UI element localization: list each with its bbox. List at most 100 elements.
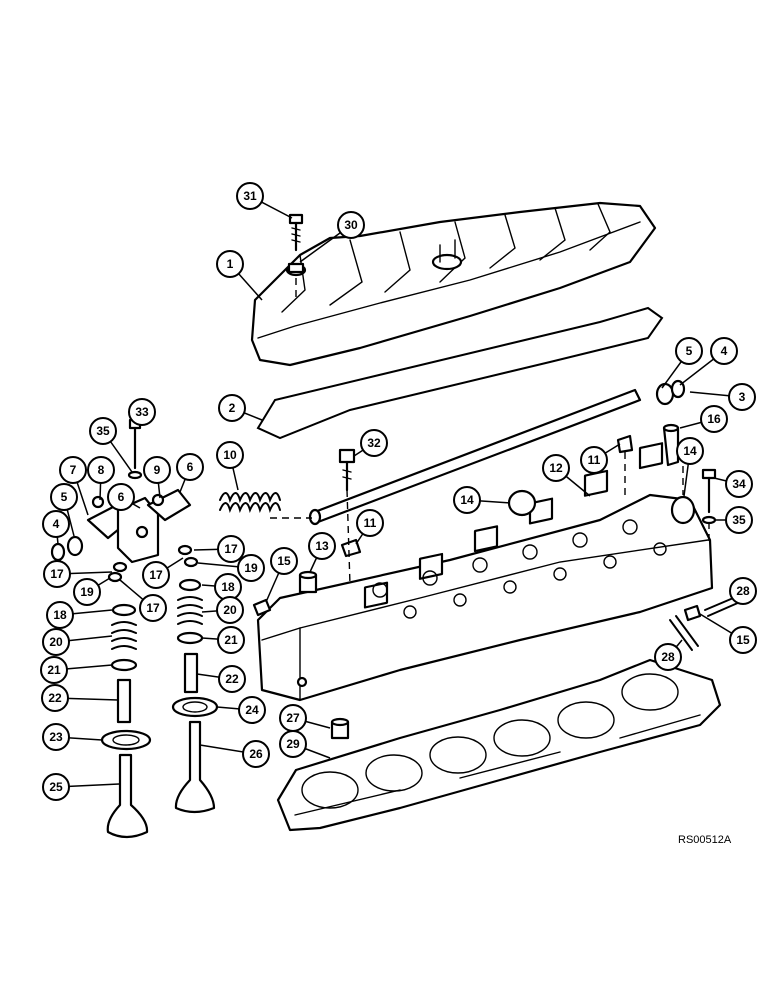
core-plug-side [670, 495, 696, 525]
callout-29: 29 [279, 730, 331, 759]
callout-9: 9 [143, 456, 171, 499]
callout-circle [236, 182, 264, 210]
callout-15: 15 [699, 613, 757, 654]
callout-number: 26 [249, 747, 263, 761]
alignment-lines [270, 278, 710, 586]
callout-number: 19 [80, 585, 94, 599]
callout-number: 28 [661, 650, 675, 664]
callout-number: 7 [70, 463, 77, 477]
cap-plug [298, 570, 350, 740]
callout-21: 21 [40, 656, 113, 684]
callout-circle [242, 740, 270, 768]
callout-circle [139, 594, 167, 622]
callout-number: 35 [96, 424, 110, 438]
callout-number: 32 [367, 436, 381, 450]
callout-17: 17 [142, 557, 184, 589]
valve-cover [250, 201, 657, 367]
callout-18: 18 [46, 601, 113, 629]
callout-circle [308, 532, 336, 560]
callout-2: 2 [218, 394, 263, 422]
callout-number: 21 [47, 663, 61, 677]
callout-34: 34 [713, 470, 753, 498]
valve-spring-right [171, 578, 219, 814]
callout-circle [216, 441, 244, 469]
callout-circle [725, 470, 753, 498]
head-gasket [276, 658, 722, 832]
callout-circle [654, 643, 682, 671]
callout-31: 31 [236, 182, 293, 219]
callout-number: 8 [98, 463, 105, 477]
callout-23: 23 [42, 723, 103, 751]
callout-circle [218, 665, 246, 693]
callout-circle [87, 456, 115, 484]
callout-number: 22 [48, 691, 62, 705]
callout-circle [238, 696, 266, 724]
callout-25: 25 [42, 773, 120, 801]
callout-circle [42, 628, 70, 656]
callout-circle [128, 398, 156, 426]
callout-circle [42, 510, 70, 538]
callout-16: 16 [679, 405, 728, 433]
callout-number: 4 [53, 517, 60, 531]
callout-6: 6 [107, 483, 141, 511]
callout-circle [217, 535, 245, 563]
callout-number: 29 [286, 737, 300, 751]
callout-circle [40, 656, 68, 684]
callout-number: 1 [227, 257, 234, 271]
callout-circle [216, 596, 244, 624]
callout-19: 19 [73, 577, 111, 606]
valve-keepers [107, 544, 199, 583]
stud [662, 423, 680, 467]
callout-circle [59, 456, 87, 484]
callout-number: 17 [224, 542, 238, 556]
callout-17: 17 [43, 560, 113, 588]
callout-20: 20 [201, 596, 244, 624]
rocker-shaft [308, 388, 642, 526]
callout-3: 3 [689, 383, 756, 411]
callout-24: 24 [216, 696, 266, 724]
callout-number: 18 [221, 580, 235, 594]
callout-number: 34 [732, 477, 746, 491]
callout-4: 4 [679, 337, 738, 386]
callout-circle [142, 561, 170, 589]
callout-number: 35 [732, 513, 746, 527]
callout-number: 19 [244, 561, 258, 575]
callout-number: 14 [460, 493, 474, 507]
callout-22: 22 [196, 665, 246, 693]
callout-circle [89, 417, 117, 445]
callout-33: 33 [128, 398, 156, 426]
callout-circle [143, 456, 171, 484]
callout-number: 16 [707, 412, 721, 426]
callout-21: 21 [201, 626, 245, 654]
callout-number: 25 [49, 780, 63, 794]
reference-code: RS00512A [678, 834, 732, 846]
callout-15: 15 [265, 547, 298, 603]
callout-number: 2 [229, 401, 236, 415]
callout-number: 12 [549, 461, 563, 475]
callout-35: 35 [715, 506, 753, 534]
callout-circle [42, 723, 70, 751]
callout-30: 30 [299, 211, 365, 263]
head-bolt [338, 448, 356, 492]
callout-number: 31 [243, 189, 257, 203]
fitting-plug [252, 598, 702, 622]
callout-circle [710, 337, 738, 365]
callout-circle [46, 601, 74, 629]
callout-number: 20 [223, 603, 237, 617]
callout-35: 35 [89, 417, 133, 473]
rocker-arm-assembly [50, 488, 192, 564]
callout-number: 30 [344, 218, 358, 232]
rocker-spring [219, 492, 281, 513]
callout-circle [729, 626, 757, 654]
head-bolt-long [701, 468, 717, 525]
callout-circle [73, 578, 101, 606]
callout-number: 3 [739, 390, 746, 404]
callout-circle [676, 437, 704, 465]
callout-circle [675, 337, 703, 365]
callout-number: 5 [61, 490, 68, 504]
callout-circle [279, 730, 307, 758]
callout-6: 6 [176, 453, 204, 493]
callout-circle [728, 383, 756, 411]
